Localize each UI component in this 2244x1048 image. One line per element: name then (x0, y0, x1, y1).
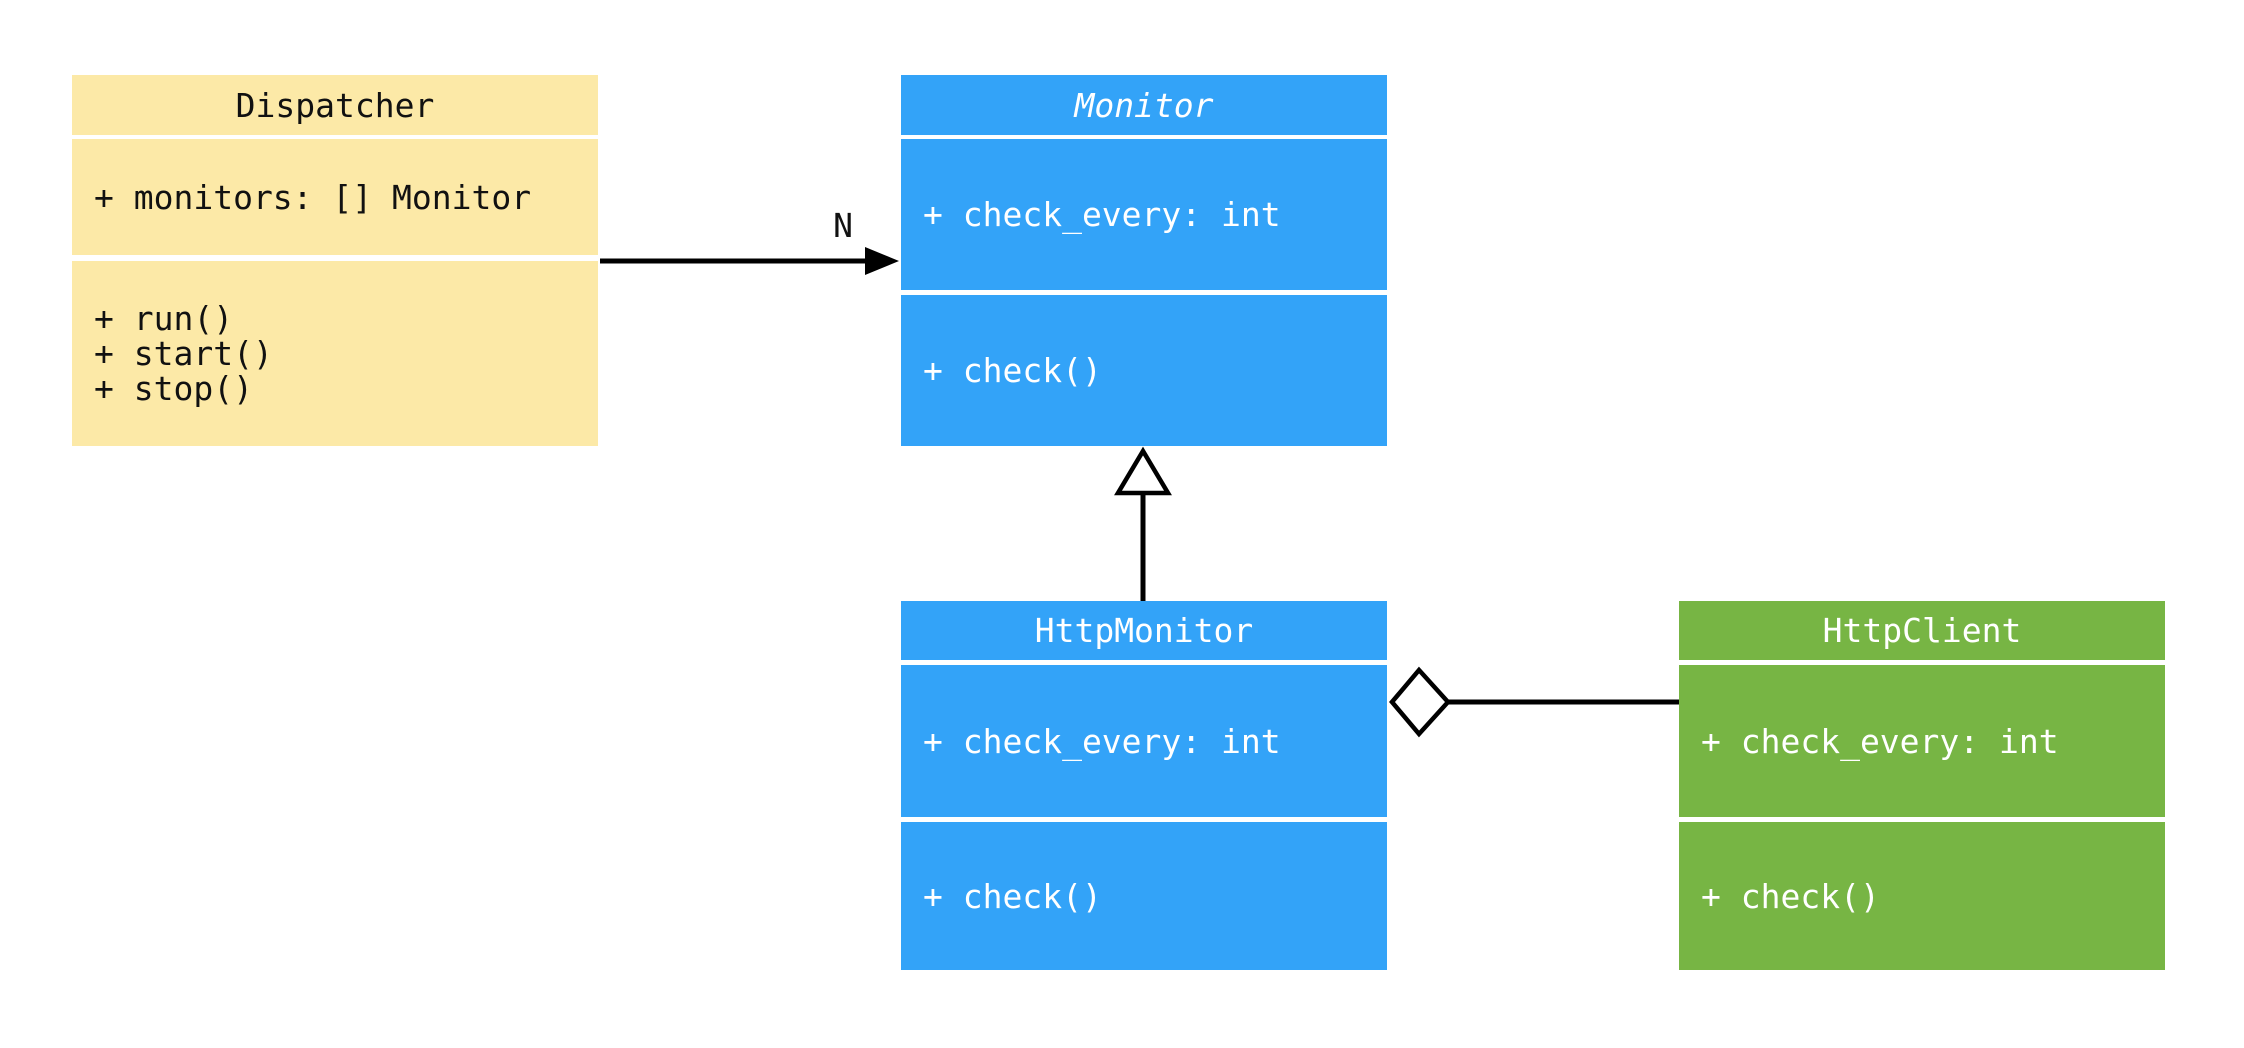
class-httpmonitor: HttpMonitor + check_every: int + check() (901, 601, 1387, 970)
class-monitor-methods: + check() (901, 295, 1387, 446)
class-dispatcher: Dispatcher + monitors: [] Monitor + run(… (72, 75, 598, 446)
class-httpmonitor-attributes: + check_every: int (901, 665, 1387, 817)
aggregation-diamond-icon (1389, 666, 1452, 738)
method-line: + stop() (94, 369, 253, 408)
generalization-triangle-icon (1114, 446, 1172, 496)
method-line: + check() (923, 876, 1102, 916)
method-line: + check() (923, 351, 1102, 390)
class-dispatcher-attributes: + monitors: [] Monitor (72, 139, 598, 255)
class-httpclient-title: HttpClient (1679, 601, 2165, 660)
class-httpmonitor-methods: + check() (901, 822, 1387, 970)
class-monitor-title: Monitor (901, 75, 1387, 135)
class-monitor-attributes: + check_every: int (901, 139, 1387, 290)
association-arrowhead-icon (865, 247, 899, 275)
class-dispatcher-methods: + run() + start() + stop() (72, 261, 598, 446)
class-httpclient-methods: + check() (1679, 822, 2165, 970)
attribute-line: + monitors: [] Monitor (94, 177, 532, 217)
class-dispatcher-title: Dispatcher (72, 75, 598, 135)
attribute-line: + check_every: int (923, 195, 1281, 234)
method-line: + check() (1701, 876, 1880, 916)
multiplicity-label: N (833, 206, 853, 245)
class-httpmonitor-title: HttpMonitor (901, 601, 1387, 660)
attribute-line: + check_every: int (1701, 721, 2059, 761)
method-line: + start() (94, 334, 273, 373)
class-monitor: Monitor + check_every: int + check() (901, 75, 1387, 446)
class-httpclient-attributes: + check_every: int (1679, 665, 2165, 817)
class-httpclient: HttpClient + check_every: int + check() (1679, 601, 2165, 970)
method-line: + run() (94, 299, 234, 338)
attribute-line: + check_every: int (923, 721, 1281, 761)
